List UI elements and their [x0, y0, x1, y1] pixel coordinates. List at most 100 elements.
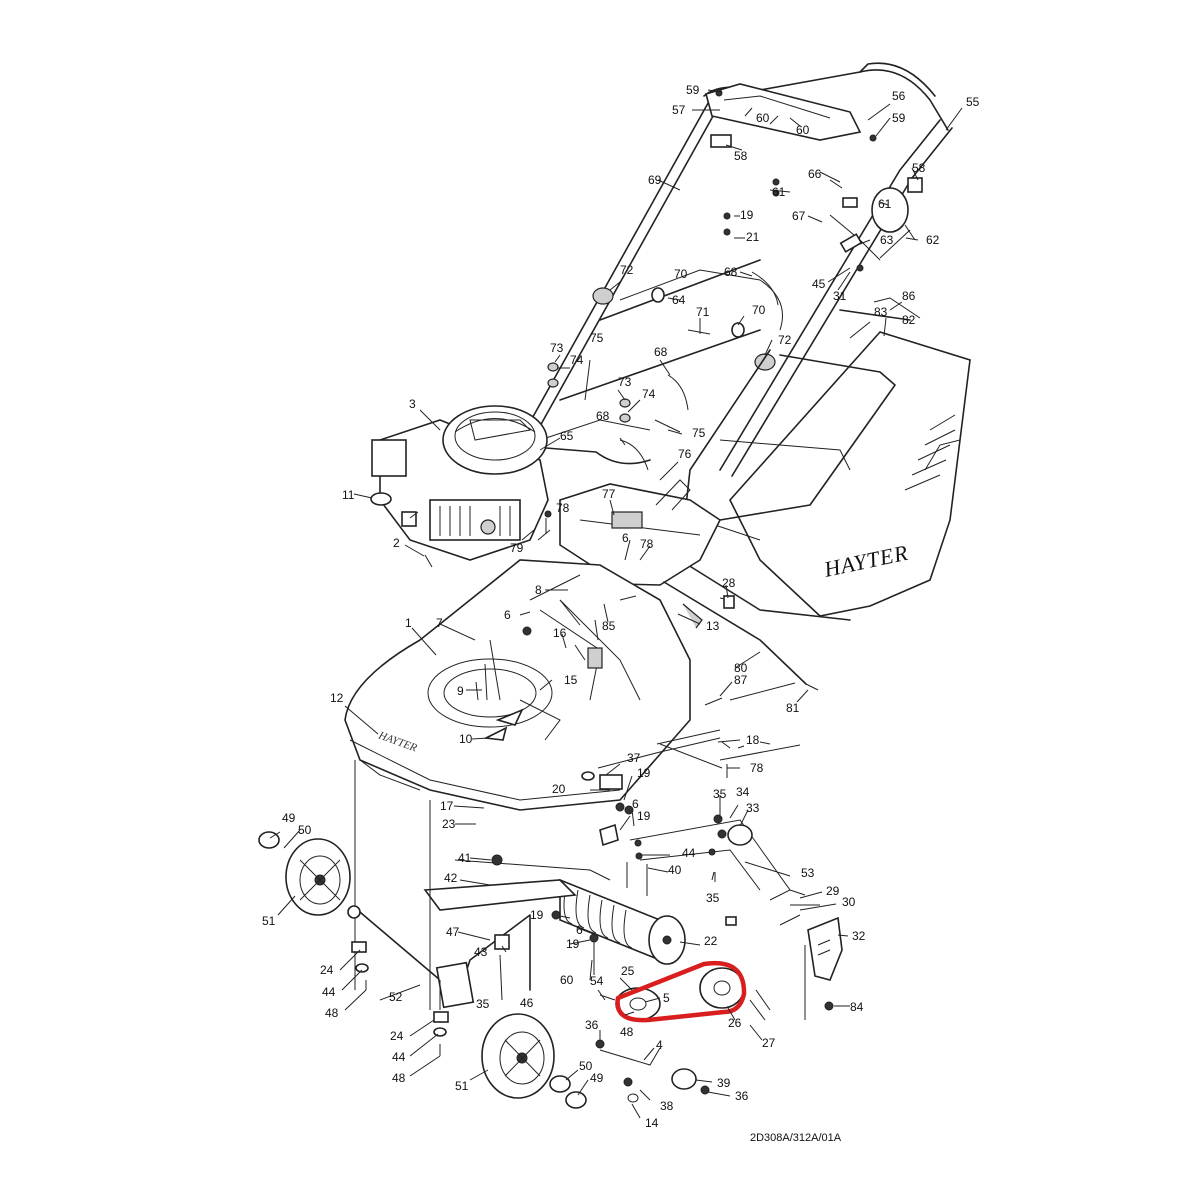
- callout-75: 75: [590, 331, 604, 345]
- callout-55: 55: [966, 95, 980, 109]
- callout-42: 42: [444, 871, 458, 885]
- callout-72b: 72: [778, 333, 792, 347]
- callout-2: 2: [393, 536, 400, 550]
- callout-74b: 74: [642, 387, 656, 401]
- callout-15: 15: [564, 673, 578, 687]
- callout-79: 79: [510, 541, 524, 555]
- drive-belt: [615, 960, 747, 1023]
- callout-62: 62: [926, 233, 940, 247]
- callout-48: 48: [325, 1006, 339, 1020]
- callout-51: 51: [262, 914, 276, 928]
- callout-28: 28: [722, 576, 736, 590]
- rear-roller: [559, 878, 686, 965]
- callout-12: 12: [330, 691, 344, 705]
- callout-44: 44: [682, 846, 696, 860]
- callout-71: 71: [696, 305, 710, 319]
- callout-74: 74: [570, 353, 584, 367]
- callout-61b: 61: [878, 197, 892, 211]
- callout-10: 10: [459, 732, 473, 746]
- callout-60b: 60: [796, 123, 810, 137]
- callout-53: 53: [801, 866, 815, 880]
- callout-6c: 6: [622, 531, 629, 545]
- callout-48c: 48: [620, 1025, 634, 1039]
- callout-20: 20: [552, 782, 566, 796]
- callout-63: 63: [880, 233, 894, 247]
- callout-38: 38: [660, 1099, 674, 1113]
- callout-49: 49: [282, 811, 296, 825]
- callout-9: 9: [457, 684, 464, 698]
- callout-11: 11: [342, 488, 355, 502]
- callout-36b: 36: [735, 1089, 749, 1103]
- callout-19c: 19: [740, 208, 754, 222]
- callout-50: 50: [298, 823, 312, 837]
- rear-bracket-right: [807, 916, 843, 981]
- callout-18: 18: [746, 733, 760, 747]
- callout-52: 52: [389, 990, 403, 1004]
- engine: [370, 405, 551, 568]
- callout-65: 65: [560, 429, 574, 443]
- callout-7: 7: [436, 616, 443, 630]
- callout-6b: 6: [632, 797, 639, 811]
- cutting-deck: HAYTER: [344, 559, 691, 811]
- leader-lines: [269, 89, 963, 1119]
- callout-43: 43: [474, 945, 488, 959]
- callout-33: 33: [746, 801, 760, 815]
- handle-assembly: [509, 62, 953, 477]
- callout-78: 78: [556, 501, 570, 515]
- callout-37: 37: [627, 751, 641, 765]
- callout-57: 57: [672, 103, 686, 117]
- callout-27: 27: [762, 1036, 776, 1050]
- callout-76: 76: [678, 447, 692, 461]
- callout-87: 87: [734, 673, 748, 687]
- callout-68b: 68: [654, 345, 668, 359]
- callout-32: 32: [852, 929, 866, 943]
- callout-17: 17: [440, 799, 454, 813]
- callout-6d: 6: [576, 923, 583, 937]
- callout-16: 16: [553, 626, 567, 640]
- callout-26: 26: [728, 1016, 742, 1030]
- callout-31: 31: [833, 289, 847, 303]
- callout-41: 41: [458, 851, 472, 865]
- front-wheel-right: [481, 1013, 555, 1099]
- callout-58: 58: [734, 149, 748, 163]
- callout-49b: 49: [590, 1071, 604, 1085]
- callout-68: 68: [724, 265, 738, 279]
- callout-34: 34: [736, 785, 750, 799]
- callout-83: 83: [874, 305, 888, 319]
- callout-44c: 44: [392, 1050, 406, 1064]
- callout-39: 39: [717, 1076, 731, 1090]
- wheel-caps: [258, 831, 587, 1109]
- callout-5: 5: [663, 991, 670, 1005]
- front-wheel-left: [285, 838, 351, 916]
- callout-labels: 1 2 3 4 5 6 7 8 9 10 11 12 13 14 15 16 1…: [262, 83, 980, 1130]
- callout-81: 81: [786, 701, 800, 715]
- callout-54: 54: [590, 974, 604, 988]
- callout-22: 22: [704, 934, 718, 948]
- callout-24: 24: [320, 963, 334, 977]
- callout-19d: 19: [530, 908, 544, 922]
- callout-21: 21: [746, 230, 760, 244]
- callout-35b: 35: [706, 891, 720, 905]
- callout-35: 35: [713, 787, 727, 801]
- callout-85: 85: [602, 619, 616, 633]
- callout-60c: 60: [560, 973, 574, 987]
- callout-59: 59: [686, 83, 700, 97]
- callout-45: 45: [812, 277, 826, 291]
- rear-flap: [559, 479, 722, 586]
- callout-59b: 59: [892, 111, 906, 125]
- callout-29: 29: [826, 884, 840, 898]
- callout-64: 64: [672, 293, 686, 307]
- callout-73: 73: [550, 341, 564, 355]
- callout-68c: 68: [596, 409, 610, 423]
- callout-4: 4: [656, 1038, 663, 1052]
- callout-36: 36: [585, 1018, 599, 1032]
- callout-50b: 50: [579, 1059, 593, 1073]
- callout-51b: 51: [455, 1079, 469, 1093]
- callout-82: 82: [902, 313, 916, 327]
- callout-8: 8: [535, 583, 542, 597]
- callout-19: 19: [637, 766, 651, 780]
- callout-60: 60: [756, 111, 770, 125]
- callout-13: 13: [706, 619, 720, 633]
- callout-75b: 75: [692, 426, 706, 440]
